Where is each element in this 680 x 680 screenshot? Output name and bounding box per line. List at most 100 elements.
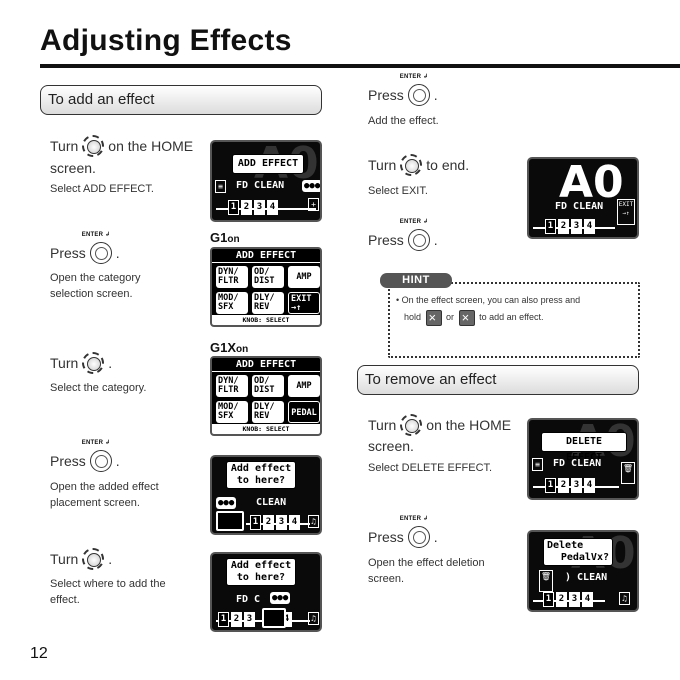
add-step7-desc: Select EXIT. <box>368 185 428 197</box>
g1on-label: G1on <box>210 230 240 245</box>
add-step5-line: Turn . <box>50 548 112 570</box>
output-icon: ♫ <box>308 515 319 528</box>
remove-step2-line: Press ENTER ↲ . <box>368 516 438 548</box>
patch-name: CLEAN <box>256 497 287 508</box>
effect-slot-3: 3 <box>571 478 582 493</box>
category-dly-rev: DLY/REV <box>252 401 284 423</box>
delete-effect-home-screen: A0 DELETE EFFECT ≡ FD CLEAN 🗑 1 2 3 4 <box>527 418 639 500</box>
desc-line: selection screen. <box>50 288 133 300</box>
turn-text: Turn <box>368 417 397 433</box>
hint-box <box>388 282 640 358</box>
enter-button-icon <box>407 84 430 106</box>
dial-icon <box>82 135 105 157</box>
press-text: Press <box>50 245 86 261</box>
remove-step1-line: Turn on the HOME <box>368 414 511 436</box>
output-icon: ♫ <box>308 612 319 625</box>
category-header: ADD EFFECT <box>212 358 320 372</box>
trash-icon: 🗑 <box>539 570 553 592</box>
effect-slots: 1 2 3 4 <box>543 592 595 607</box>
effect-slot-1: 1 <box>218 612 229 627</box>
turn-text: Turn <box>50 551 79 567</box>
effect-slot-2: 2 <box>263 515 274 530</box>
effect-slot-1: 1 <box>545 478 556 493</box>
exit-screen: A0 FD CLEAN EXIT→↑ 1 2 3 4 <box>527 157 639 239</box>
add-step1-line: Turn on the HOME <box>50 135 193 157</box>
add-step1-desc: Select ADD EFFECT. <box>50 183 154 195</box>
dial-icon <box>82 548 105 570</box>
add-dots-icon: ●●● <box>216 497 237 509</box>
add-step4-line: Press ENTER ↲ . <box>50 440 120 472</box>
add-step2-line: Press ENTER ↲ . <box>50 232 120 264</box>
delete-effect-popup: DELETE EFFECT <box>541 432 627 463</box>
category-dyn-fltr: DYN/FLTR <box>216 375 248 397</box>
on-home-text: on the HOME <box>426 417 512 433</box>
category-amp: AMP <box>288 266 320 288</box>
category-od-dist: OD/DIST <box>252 375 284 397</box>
placement-screen-2: Add effect to here? FD C ●●● 1 2 3 4 ♫ <box>210 552 322 632</box>
patch-number: A0 <box>559 157 624 208</box>
add-step6-desc: Add the effect. <box>368 115 439 127</box>
g1on-category-screen: ADD EFFECT DYN/FLTR OD/DIST AMP MOD/SFX … <box>210 247 322 327</box>
effect-slot-2: 2 <box>241 200 252 215</box>
hint-line2: hold or to add an effect. <box>396 309 636 326</box>
insert-position-box <box>262 608 286 628</box>
effect-slots: 1 2 3 4 <box>545 219 597 234</box>
remove-step1-screen-text: screen. <box>368 438 414 454</box>
desc-line: Open the added effect <box>50 481 159 493</box>
category-exit: EXIT→↑ <box>288 292 320 314</box>
enter-button: ENTER ↲ <box>400 74 430 106</box>
category-amp: AMP <box>288 375 320 397</box>
effect-slots: 1 2 3 4 <box>228 200 280 215</box>
effect-slot-1: 1 <box>543 592 554 607</box>
desc-line: effect. <box>50 594 80 606</box>
add-step6-line: Press ENTER ↲ . <box>368 74 438 106</box>
category-dyn-fltr: DYN/FLTR <box>216 266 248 288</box>
dial-icon <box>400 154 423 176</box>
category-header: ADD EFFECT <box>212 249 320 263</box>
to-end-text: to end. <box>426 157 470 173</box>
desc-line: Select where to add the <box>50 578 166 590</box>
effect-slot-4: 4 <box>267 200 278 215</box>
category-mod-sfx: MOD/SFX <box>216 292 248 314</box>
effect-slots: 1 2 3 4 <box>218 612 294 627</box>
effect-slot-1: 1 <box>545 219 556 234</box>
add-step1-screen-text: screen. <box>50 160 96 176</box>
enter-label: ENTER ↲ <box>399 219 429 225</box>
enter-button-icon <box>407 229 430 251</box>
enter-label: ENTER ↲ <box>81 232 111 238</box>
enter-button: ENTER ↲ <box>82 440 112 472</box>
footswitch-right-icon <box>458 309 475 326</box>
effect-slots: 1 2 3 4 <box>250 515 302 530</box>
add-step4-desc: Open the added effect placement screen. <box>50 479 159 511</box>
patch-name: FD CLEAN <box>236 180 285 191</box>
period-text: . <box>433 529 438 545</box>
enter-button-icon <box>89 450 112 472</box>
add-here-popup: Add effect to here? <box>226 461 296 489</box>
remove-step2-desc: Open the effect deletion screen. <box>368 555 485 587</box>
g1xon-category-screen: ADD EFFECT DYN/FLTR OD/DIST AMP MOD/SFX … <box>210 356 322 436</box>
remove-effect-heading: To remove an effect <box>357 365 639 395</box>
add-effect-popup: ADD EFFECT <box>232 154 304 174</box>
slot-line <box>216 208 316 210</box>
trash-icon: 🗑 <box>621 462 635 484</box>
delete-confirm-screen: A0 Delete PedalVx? ) CLEAN 🗑 1 2 3 4 ♫ <box>527 530 639 612</box>
enter-label: ENTER ↲ <box>399 74 429 80</box>
effect-slot-2: 2 <box>556 592 567 607</box>
add-step3-desc: Select the category. <box>50 382 147 394</box>
remove-step1-desc: Select DELETE EFFECT. <box>368 462 493 474</box>
effect-slot-1: 1 <box>228 200 239 215</box>
period-text: . <box>115 453 120 469</box>
dial-icon <box>82 352 105 374</box>
enter-button: ENTER ↲ <box>82 232 112 264</box>
add-dots-icon: ●●● <box>302 180 321 192</box>
footswitch-left-icon <box>425 309 442 326</box>
category-dly-rev: DLY/REV <box>252 292 284 314</box>
patch-name: ) CLEAN <box>565 572 608 583</box>
enter-label: ENTER ↲ <box>399 516 429 522</box>
delete-confirm-popup: Delete PedalVx? <box>543 538 613 566</box>
model-suffix: on <box>227 234 240 245</box>
press-text: Press <box>368 529 404 545</box>
on-home-text: on the HOME <box>108 138 194 154</box>
effect-slot-3: 3 <box>276 515 287 530</box>
remove-effect-heading-text: To remove an effect <box>365 371 497 388</box>
